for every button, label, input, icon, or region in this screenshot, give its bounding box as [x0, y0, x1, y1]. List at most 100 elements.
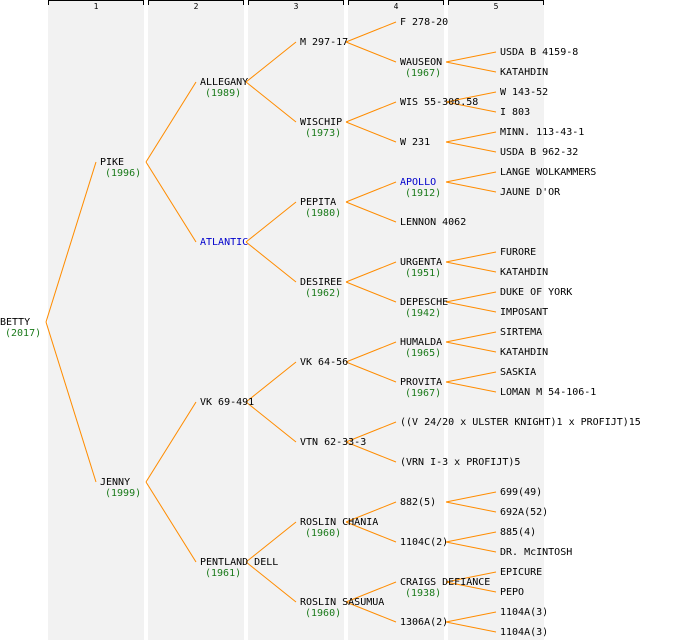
- pedigree-node-jenny[interactable]: JENNY(1999): [100, 477, 141, 499]
- node-name: DUKE OF YORK: [500, 287, 573, 298]
- node-year: (2017): [5, 328, 42, 339]
- pedigree-node-loman[interactable]: LOMAN M 54-106-1: [500, 387, 596, 398]
- pedigree-connector-line: [445, 141, 497, 153]
- node-name: IMPOSANT: [500, 307, 549, 318]
- pedigree-node-sirtema[interactable]: SIRTEMA: [500, 327, 542, 338]
- pedigree-node-vk69[interactable]: VK 69-491: [200, 397, 254, 408]
- pedigree-node-885[interactable]: 885(4): [500, 527, 536, 538]
- generation-header-4: 4: [348, 0, 444, 11]
- pedigree-node-urgenta[interactable]: URGENTA(1951): [400, 257, 442, 279]
- pedigree-node-1104a[interactable]: 1104A(3): [500, 627, 548, 638]
- pedigree-node-apollo[interactable]: APOLLO(1912): [400, 177, 441, 199]
- pedigree-node-provita[interactable]: PROVITA(1967): [400, 377, 442, 399]
- pedigree-node-m297[interactable]: M 297-17: [300, 37, 348, 48]
- pedigree-node-699[interactable]: 699(49): [500, 487, 542, 498]
- pedigree-node-692a[interactable]: 692A(52): [500, 507, 548, 518]
- node-year: (1962): [305, 288, 342, 299]
- pedigree-node-depesche[interactable]: DEPESCHE(1942): [400, 297, 448, 319]
- pedigree-connector-line: [445, 301, 497, 313]
- pedigree-connector-line: [345, 181, 397, 203]
- node-name: W 231: [400, 137, 431, 148]
- node-name: DEPESCHE: [400, 297, 449, 308]
- pedigree-node-vtn[interactable]: VTN 62-33-3: [300, 437, 366, 448]
- pedigree-node-vk64[interactable]: VK 64-56: [300, 357, 348, 368]
- pedigree-node-katahdin[interactable]: KATAHDIN: [500, 347, 548, 358]
- pedigree-connector-line: [445, 611, 497, 623]
- pedigree-node-882[interactable]: 882(5): [400, 497, 436, 508]
- pedigree-node-epicure[interactable]: EPICURE: [500, 567, 542, 578]
- pedigree-node-furore[interactable]: FURORE: [500, 247, 536, 258]
- pedigree-connector-line: [445, 331, 497, 343]
- pedigree-node-f278[interactable]: F 278-20: [400, 17, 448, 28]
- pedigree-node-wischip[interactable]: WISCHIP(1973): [300, 117, 342, 139]
- node-name: PENTLAND DELL: [200, 557, 279, 568]
- pedigree-node-wis55[interactable]: WIS 55-306.58: [400, 97, 478, 108]
- pedigree-node-vrn-profijt[interactable]: (VRN I-3 x PROFIJT)5: [400, 457, 520, 468]
- node-name: KATAHDIN: [500, 267, 549, 278]
- pedigree-connector-line: [345, 601, 397, 623]
- node-name-link[interactable]: ATLANTIC: [200, 237, 249, 248]
- pedigree-connector-line: [445, 541, 497, 553]
- generation-column-5: [448, 0, 544, 640]
- pedigree-node-w231[interactable]: W 231: [400, 137, 430, 148]
- pedigree-node-pepita[interactable]: PEPITA(1980): [300, 197, 341, 219]
- pedigree-node-minn[interactable]: MINN. 113-43-1: [500, 127, 584, 138]
- pedigree-node-katahdin[interactable]: KATAHDIN: [500, 267, 548, 278]
- pedigree-node-pike[interactable]: PIKE(1996): [100, 157, 141, 179]
- node-name-link[interactable]: APOLLO: [400, 177, 437, 188]
- pedigree-node-desiree[interactable]: DESIREE(1962): [300, 277, 342, 299]
- node-name: PEPITA: [300, 197, 337, 208]
- pedigree-node-pentland-dell[interactable]: PENTLAND DELL(1961): [200, 557, 278, 579]
- pedigree-node-1306a[interactable]: 1306A(2): [400, 617, 448, 628]
- pedigree-node-imposant[interactable]: IMPOSANT: [500, 307, 548, 318]
- pedigree-node-1104a[interactable]: 1104A(3): [500, 607, 548, 618]
- pedigree-connector-line: [345, 101, 397, 123]
- pedigree-connector-line: [345, 441, 397, 463]
- pedigree-node-usda-b-962[interactable]: USDA B 962-32: [500, 147, 578, 158]
- node-name: JAUNE D'OR: [500, 187, 561, 198]
- node-name: URGENTA: [400, 257, 443, 268]
- pedigree-node-i803[interactable]: I 803: [500, 107, 530, 118]
- node-name: VK 69-491: [200, 397, 255, 408]
- node-name: PROVITA: [400, 377, 443, 388]
- pedigree-connector-line: [245, 401, 297, 443]
- node-year: (1942): [405, 308, 442, 319]
- node-name: (VRN I-3 x PROFIJT)5: [400, 457, 521, 468]
- pedigree-node-v24-ulster-profijt[interactable]: ((V 24/20 x ULSTER KNIGHT)1 x PROFIJT)15: [400, 417, 641, 428]
- pedigree-node-wauseon[interactable]: WAUSEON(1967): [400, 57, 442, 79]
- pedigree-node-atlantic[interactable]: ATLANTIC: [200, 237, 248, 248]
- pedigree-node-1104c[interactable]: 1104C(2): [400, 537, 448, 548]
- pedigree-node-craigs-defiance[interactable]: CRAIGS DEFIANCE(1938): [400, 577, 490, 599]
- node-name: ALLEGANY: [200, 77, 249, 88]
- pedigree-node-pepo[interactable]: PEPO: [500, 587, 524, 598]
- pedigree-connector-line: [145, 161, 197, 243]
- pedigree-node-katahdin[interactable]: KATAHDIN: [500, 67, 548, 78]
- pedigree-connector-line: [345, 201, 397, 223]
- pedigree-node-humalda[interactable]: HUMALDA(1965): [400, 337, 442, 359]
- generation-header-5: 5: [448, 0, 544, 11]
- pedigree-connector-line: [445, 251, 497, 263]
- pedigree-node-betty[interactable]: BETTY(2017): [0, 317, 41, 339]
- pedigree-node-jaune-dor[interactable]: JAUNE D'OR: [500, 187, 560, 198]
- pedigree-node-allegany[interactable]: ALLEGANY(1989): [200, 77, 248, 99]
- pedigree-node-lennon[interactable]: LENNON 4062: [400, 217, 466, 228]
- generation-column-1: [48, 0, 144, 640]
- node-year: (1967): [405, 388, 442, 399]
- node-name: 1104A(3): [500, 607, 549, 618]
- pedigree-node-usda-b-4159[interactable]: USDA B 4159-8: [500, 47, 578, 58]
- pedigree-node-duke-of-york[interactable]: DUKE OF YORK: [500, 287, 572, 298]
- pedigree-node-roslin-chania[interactable]: ROSLIN CHANIA(1960): [300, 517, 378, 539]
- node-name: USDA B 962-32: [500, 147, 579, 158]
- pedigree-connector-line: [145, 481, 197, 563]
- node-year: (1996): [105, 168, 142, 179]
- node-name: PEPO: [500, 587, 525, 598]
- pedigree-node-roslin-sasumua[interactable]: ROSLIN SASUMUA(1960): [300, 597, 384, 619]
- pedigree-node-w143[interactable]: W 143-52: [500, 87, 548, 98]
- generation-column-3: [248, 0, 344, 640]
- pedigree-node-saskia[interactable]: SASKIA: [500, 367, 536, 378]
- node-year: (1960): [305, 608, 342, 619]
- pedigree-node-lange-wolkammers[interactable]: LANGE WOLKAMMERS: [500, 167, 596, 178]
- pedigree-node-dr-mcintosh[interactable]: DR. McINTOSH: [500, 547, 572, 558]
- node-name: SIRTEMA: [500, 327, 543, 338]
